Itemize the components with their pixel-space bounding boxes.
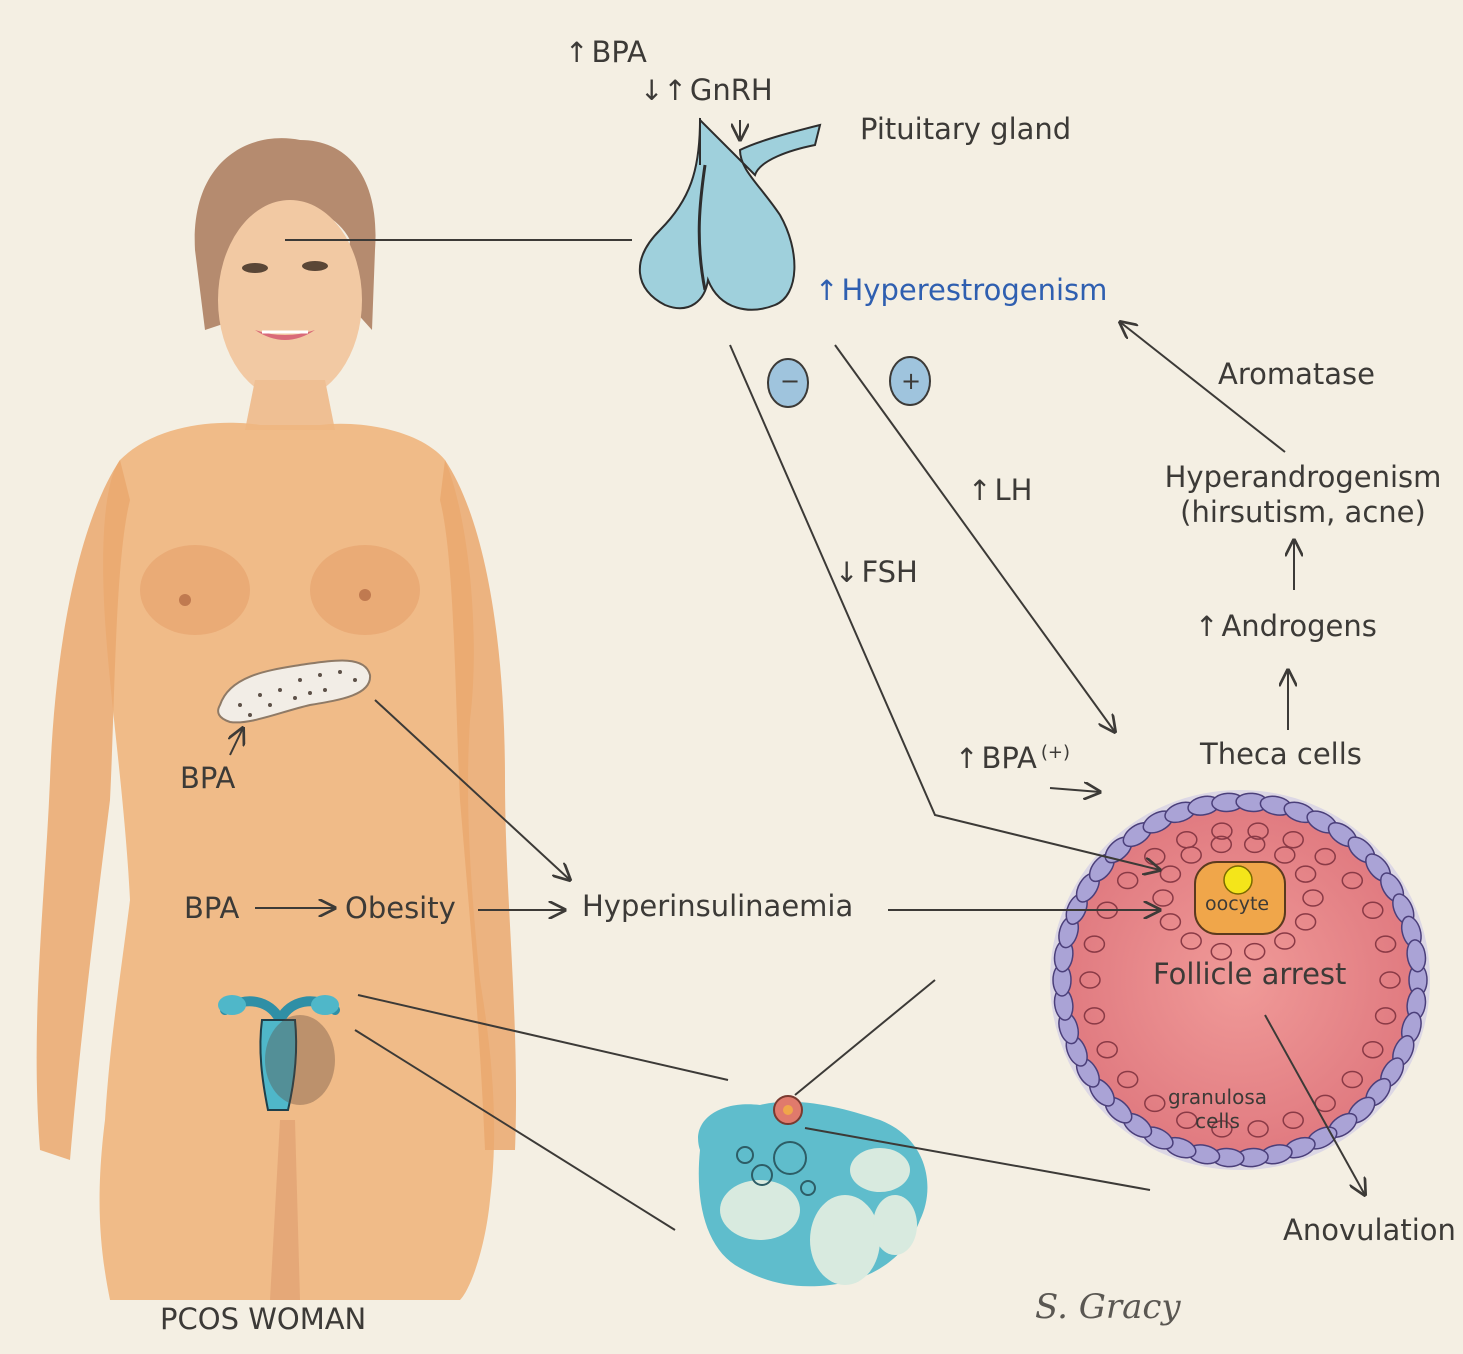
plus-sign: + xyxy=(901,369,921,393)
minus-sign: − xyxy=(780,369,800,393)
up-arrow-icon: ↑ xyxy=(955,742,978,775)
hyperinsulinaemia-label: Hyperinsulinaemia xyxy=(582,892,853,921)
granulosa-cells-label: granulosa cells xyxy=(1150,1085,1285,1133)
up-arrow-icon: ↑ xyxy=(1195,610,1218,643)
follicle-arrest-label: Follicle arrest xyxy=(1153,960,1346,989)
obesity-label: Obesity xyxy=(345,894,456,923)
theca-cells-label: Theca cells xyxy=(1200,740,1362,769)
gnrh-label: ↓↑GnRH xyxy=(640,76,773,105)
anovulation-label: Anovulation xyxy=(1283,1216,1456,1245)
up-arrow-icon: ↑ xyxy=(565,36,588,69)
fsh-label: ↓FSH xyxy=(835,558,918,587)
pituitary-label: Pituitary gland xyxy=(860,115,1071,144)
bpa-follicle-label: ↑BPA(+) xyxy=(955,744,1070,773)
androgens-label: ↑Androgens xyxy=(1195,612,1377,641)
bpa-obesity-label: BPA xyxy=(184,894,239,923)
aromatase-label: Aromatase xyxy=(1218,360,1375,389)
woman-figure xyxy=(37,138,516,1300)
lh-label: ↑LH xyxy=(968,476,1032,505)
down-arrow-icon: ↓ xyxy=(835,556,858,589)
artist-signature: S. Gracy xyxy=(1035,1290,1181,1324)
diagram-title: PCOS WOMAN xyxy=(160,1305,366,1334)
bpa-pancreas-label: BPA xyxy=(180,764,235,793)
pituitary-gland-shape xyxy=(640,118,820,310)
up-arrow-icon: ↑ xyxy=(815,274,838,307)
hyperandrogenism-label: Hyperandrogenism (hirsutism, acne) xyxy=(1148,460,1458,530)
ovary xyxy=(698,1096,927,1286)
bpa-top-label: ↑BPA xyxy=(565,38,647,67)
oocyte-label: oocyte xyxy=(1205,895,1269,914)
up-arrow-icon: ↑ xyxy=(968,474,991,507)
plus-mark: (+) xyxy=(1041,742,1070,763)
hyperestrogenism-label: ↑Hyperestrogenism xyxy=(815,276,1107,305)
down-up-arrow-icon: ↓↑ xyxy=(640,74,687,107)
